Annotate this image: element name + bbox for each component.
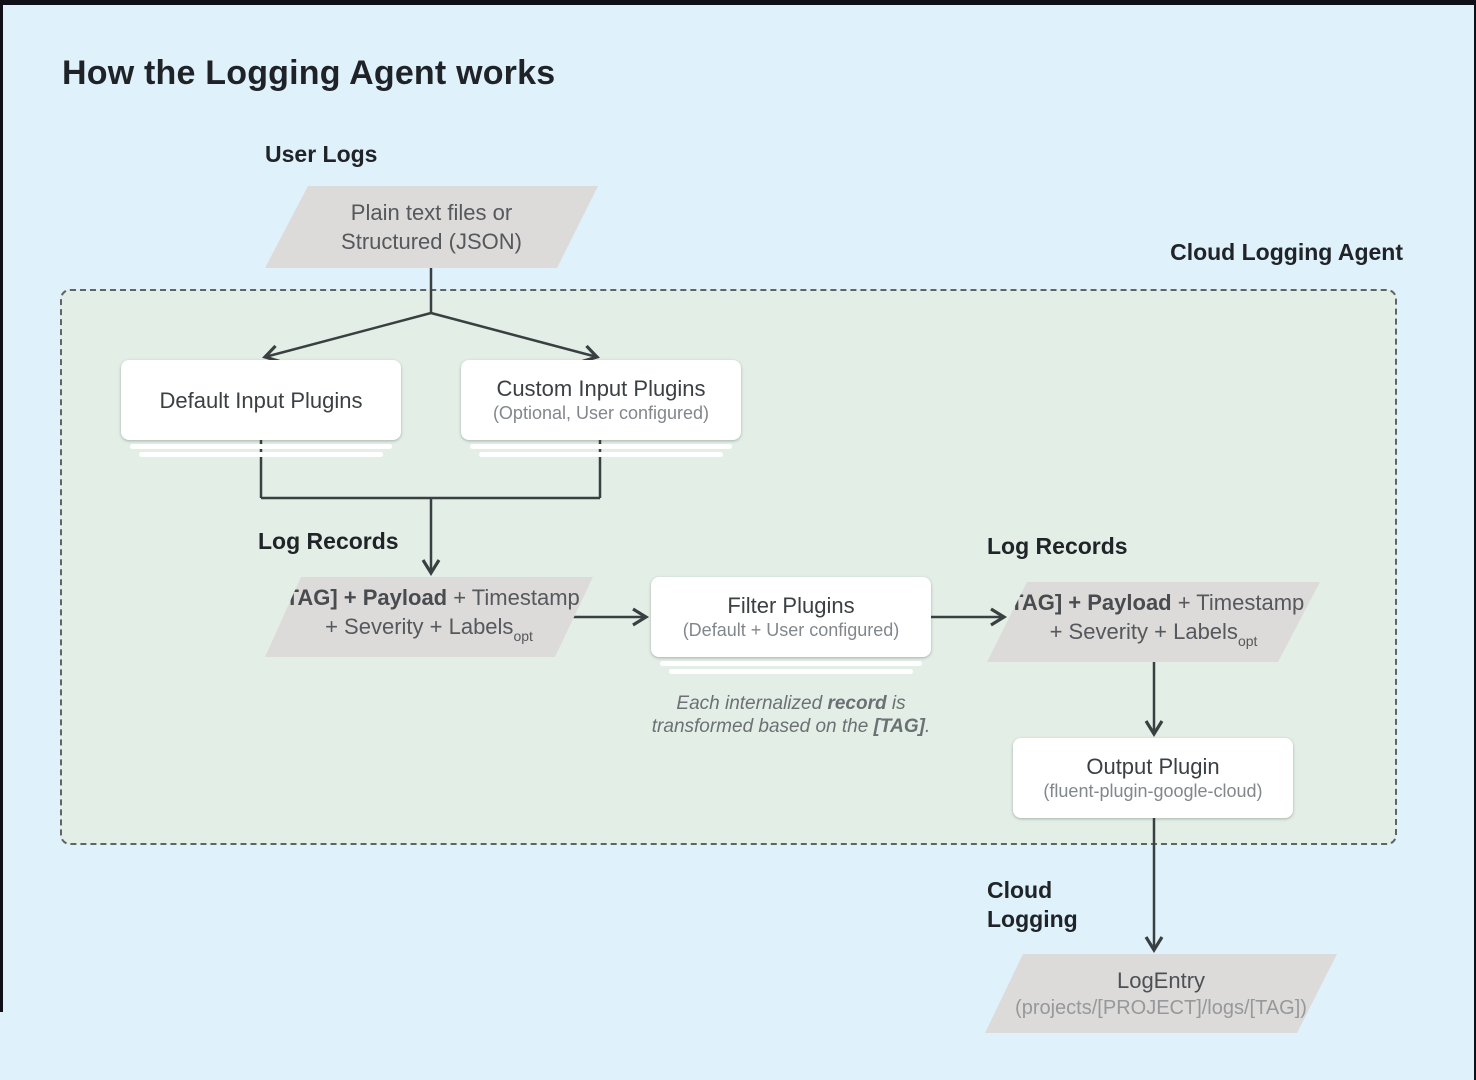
log-record-left-shape: [TAG] + Payload + Timestamp + Severity +… [265,577,593,657]
custom-input-plugins-title: Custom Input Plugins [496,376,706,401]
user-logs-label: User Logs [265,141,378,167]
custom-input-plugins-node: Custom Input Plugins (Optional, User con… [461,360,741,440]
log-entry-subtitle: (projects/[PROJECT]/logs/[TAG]) [1015,997,1307,1019]
filter-plugins-title: Filter Plugins [727,593,855,618]
log-entry-shape: LogEntry (projects/[PROJECT]/logs/[TAG]) [985,954,1337,1033]
filter-stack-bar-2 [669,669,913,674]
output-plugin-node: Output Plugin (fluent-plugin-google-clou… [1013,738,1293,818]
log-record-right-line2: + Severity + Labelsopt [1049,619,1258,649]
cloud-logging-label: Cloud Logging [987,876,1078,934]
transform-note-line2: transformed based on the [TAG]. [651,716,931,737]
user-logs-shape-line1: Plain text files or [350,200,513,225]
transform-note-line1: Each internalized record is [676,693,906,714]
log-records-right-label: Log Records [987,533,1128,559]
window-edge-left [0,0,3,1012]
filter-stack-bar-1 [660,661,922,666]
log-record-right-line1: [TAG] + Payload + Timestamp [1002,590,1305,615]
user-logs-shape-line2: Structured (JSON) [341,229,522,254]
default-input-plugins-node: Default Input Plugins [121,360,401,440]
default-input-stack-bar-2 [139,452,383,457]
default-input-plugins-title: Default Input Plugins [159,387,363,413]
default-input-stack-bar-1 [130,444,392,449]
log-entry-title: LogEntry [1116,968,1206,993]
log-records-left-label: Log Records [258,528,399,554]
output-plugin-title: Output Plugin [1086,754,1220,779]
custom-input-stack-bar-2 [479,452,723,457]
output-plugin-subtitle: (fluent-plugin-google-cloud) [1043,781,1263,801]
window-edge-right [1474,0,1476,1080]
log-record-left-line2: + Severity + Labelsopt [325,614,533,644]
cloud-logging-agent-label: Cloud Logging Agent [1170,239,1403,265]
log-record-left-line1: [TAG] + Payload + Timestamp [278,585,580,610]
user-logs-shape: Plain text files or Structured (JSON) [265,186,598,268]
cloud-logging-label-line1: Cloud [987,877,1053,903]
cloud-logging-label-line2: Logging [987,906,1078,932]
filter-plugins-subtitle: (Default + User configured) [682,620,900,640]
custom-input-plugins-subtitle: (Optional, User configured) [492,403,710,423]
transform-note: Each internalized record is transformed … [631,692,951,738]
log-record-right-shape: [TAG] + Payload + Timestamp + Severity +… [987,582,1320,662]
custom-input-stack-bar-1 [470,444,732,449]
filter-plugins-node: Filter Plugins (Default + User configure… [651,577,931,657]
window-edge-top [0,0,1476,5]
page-title: How the Logging Agent works [62,54,556,92]
